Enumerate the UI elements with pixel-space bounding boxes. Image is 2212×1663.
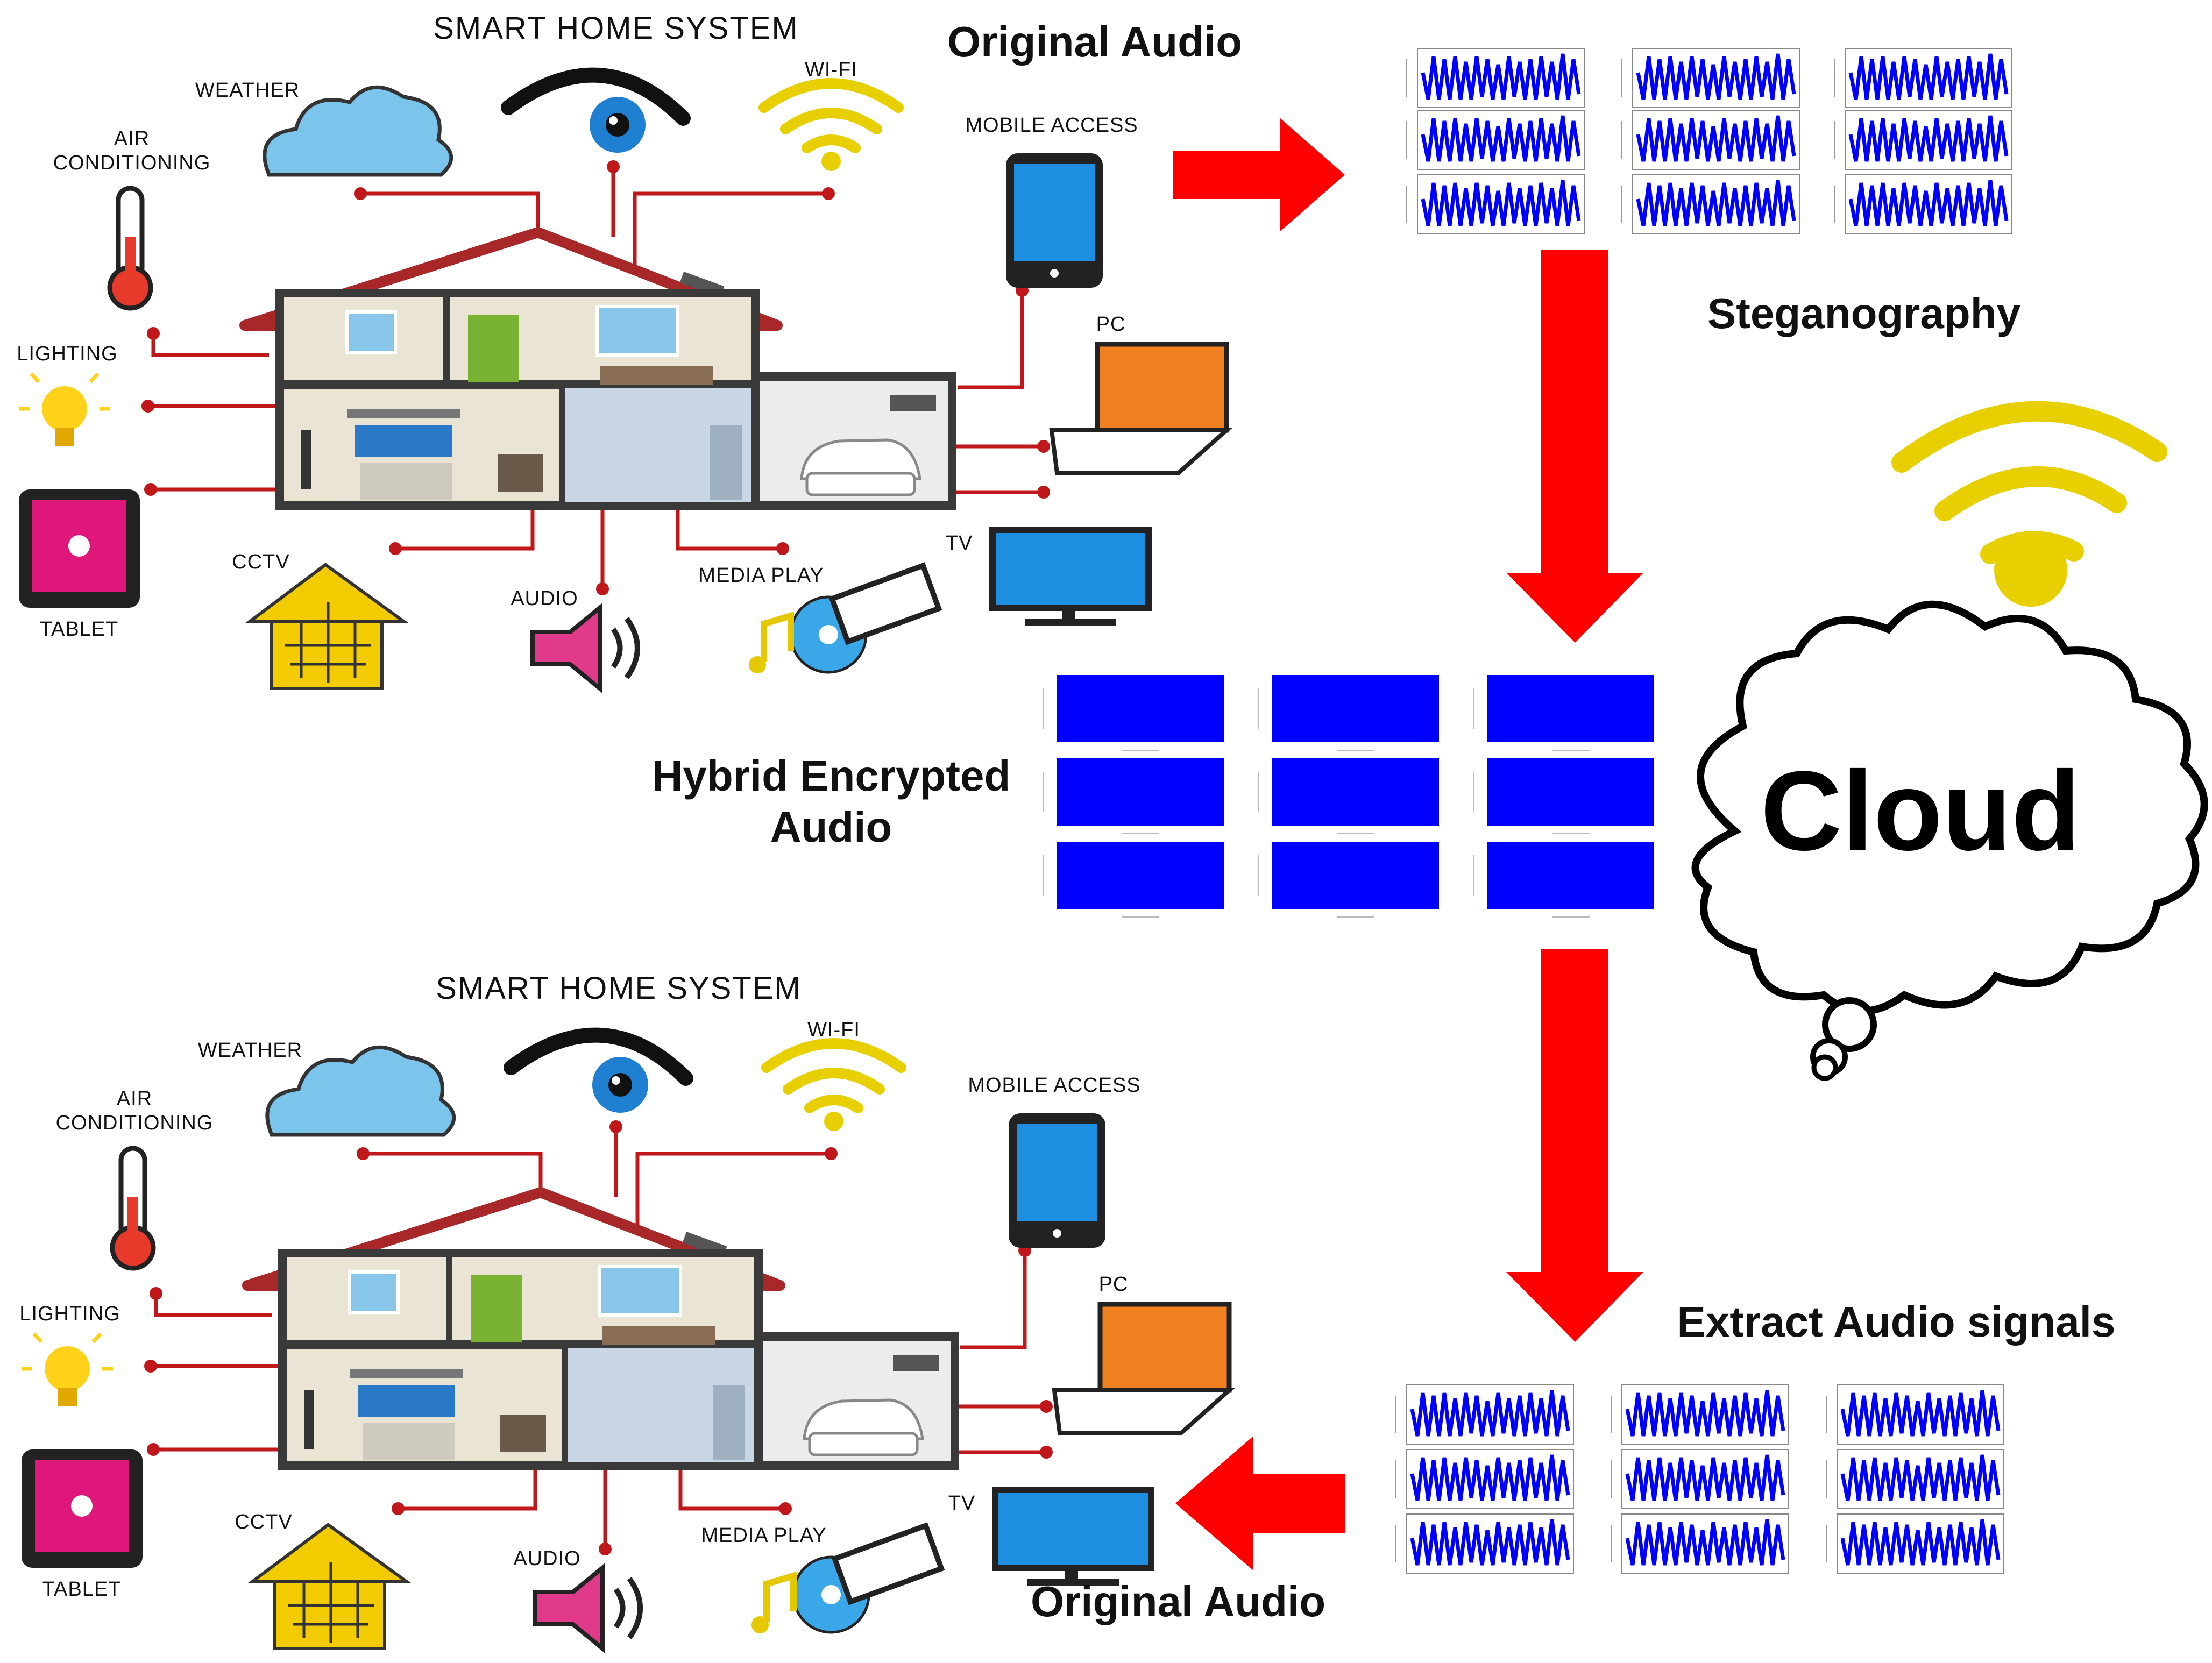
smart-home-system-bottom: SMART HOME SYSTEM WEATHER WI-FI AIR COND… xyxy=(19,971,1229,1648)
hybrid-encrypted-audio-panels xyxy=(1043,674,1655,918)
tv-label: TV xyxy=(948,1492,976,1515)
home-title: SMART HOME SYSTEM xyxy=(433,11,799,46)
hybrid-encrypted-label-line2: Audio xyxy=(770,803,892,851)
media-play-label: MEDIA PLAY xyxy=(701,1524,826,1547)
wifi-dot-icon xyxy=(1994,534,2067,607)
steganography-label: Steganography xyxy=(1707,289,2021,337)
mobile-access-label: MOBILE ACCESS xyxy=(968,1074,1140,1097)
extract-audio-signals-label: Extract Audio signals xyxy=(1677,1298,2116,1346)
cctv-label: CCTV xyxy=(232,551,289,573)
arrow-down-to-extract xyxy=(1506,949,1643,1342)
arrow-down-to-encrypted xyxy=(1506,250,1643,643)
arrow-right-to-steganography xyxy=(1173,118,1345,231)
lighting-label: LIGHTING xyxy=(17,343,117,365)
lighting-label: LIGHTING xyxy=(19,1303,120,1325)
mobile-access-label: MOBILE ACCESS xyxy=(965,114,1138,137)
original-audio-waveforms xyxy=(1407,48,2012,234)
cloud-icon xyxy=(1691,600,2208,1081)
pc-label: PC xyxy=(1096,313,1126,336)
pc-label: PC xyxy=(1099,1273,1129,1296)
conditioning-label: CONDITIONING xyxy=(53,152,211,174)
arrow-left-to-home xyxy=(1175,1436,1345,1570)
home-title: SMART HOME SYSTEM xyxy=(436,971,802,1006)
tablet-label: TABLET xyxy=(42,1578,122,1601)
wifi-label: WI-FI xyxy=(807,1019,860,1041)
cctv-label: CCTV xyxy=(235,1511,292,1533)
conditioning-label: CONDITIONING xyxy=(56,1112,214,1134)
audio-label: AUDIO xyxy=(513,1547,580,1570)
weather-label: WEATHER xyxy=(195,79,300,102)
media-play-label: MEDIA PLAY xyxy=(698,564,824,587)
hybrid-encrypted-label-line1: Hybrid Encrypted xyxy=(652,752,1011,800)
wifi-label: WI-FI xyxy=(805,59,857,81)
original-audio-top-label: Original Audio xyxy=(947,18,1242,66)
extracted-audio-waveforms xyxy=(1396,1385,2004,1573)
original-audio-bottom-label: Original Audio xyxy=(1031,1577,1325,1625)
tv-label: TV xyxy=(946,532,973,555)
air-label: AIR xyxy=(117,1088,152,1110)
audio-label: AUDIO xyxy=(511,587,578,610)
wifi-icon xyxy=(1891,401,2167,564)
air-label: AIR xyxy=(114,127,150,150)
tablet-label: TABLET xyxy=(40,618,119,641)
weather-label: WEATHER xyxy=(198,1039,302,1062)
cloud-label: Cloud xyxy=(1761,748,2081,874)
smart-home-system-top: SMART HOME SYSTEM WEATHER WI-FI AIR COND… xyxy=(17,11,1226,688)
